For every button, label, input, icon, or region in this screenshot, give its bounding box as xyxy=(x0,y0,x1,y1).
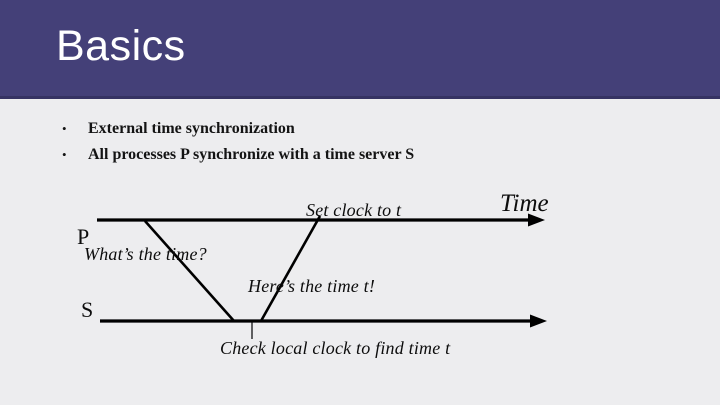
request-message-line xyxy=(144,220,235,322)
slide-header: Basics xyxy=(0,0,720,99)
request-message-label: What’s the time? xyxy=(84,244,207,264)
s-timeline-arrowhead-icon xyxy=(530,314,547,328)
bullet-item: • External time synchronization xyxy=(62,116,414,142)
p-timeline-arrowhead-icon xyxy=(528,213,545,227)
bullet-dot-icon: • xyxy=(62,121,67,136)
bullet-text: All processes P synchronize with a time … xyxy=(88,146,415,163)
reply-message-label: Here’s the time t! xyxy=(248,276,376,296)
check-clock-annotation: Check local clock to find time t xyxy=(220,338,451,358)
bullet-dot-icon: • xyxy=(62,147,67,162)
set-clock-annotation: Set clock to t xyxy=(306,200,402,220)
bullet-list: • External time synchronization • All pr… xyxy=(62,116,414,168)
process-s-label: S xyxy=(81,297,94,322)
time-axis-label: Time xyxy=(500,190,549,217)
reply-message-line xyxy=(259,215,322,322)
process-p-label: P xyxy=(77,224,90,249)
slide-title: Basics xyxy=(56,22,186,70)
bullet-text: External time synchronization xyxy=(88,120,295,137)
bullet-item: • All processes P synchronize with a tim… xyxy=(62,142,414,168)
